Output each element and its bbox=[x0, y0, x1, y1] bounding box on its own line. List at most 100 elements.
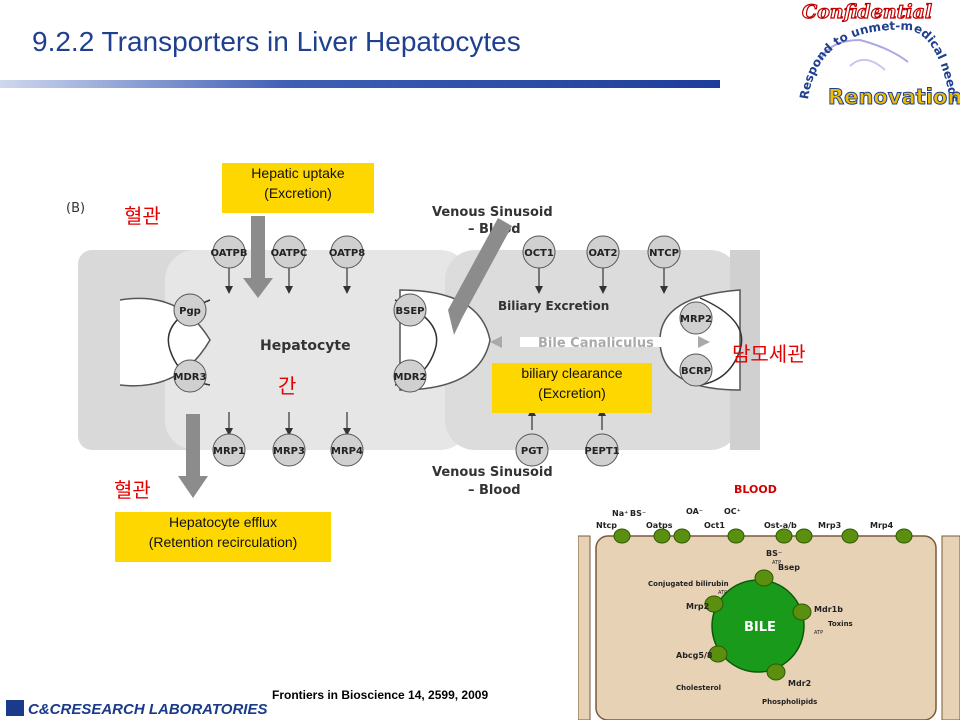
hepatocyte-transporter-diagram: (B) Venous Sinusoid – Blood Venous Sinus… bbox=[66, 201, 760, 498]
korean-blood-vessel-top: 혈관 bbox=[124, 206, 161, 228]
transporter-oatp8: OATP8 bbox=[329, 235, 365, 294]
mrp1-label: MRP1 bbox=[213, 446, 245, 457]
clearance-line1: biliary clearance bbox=[521, 365, 623, 381]
transporter-bcrp: BCRP bbox=[679, 353, 713, 387]
oct1-transporter-r bbox=[727, 528, 745, 544]
ost-transporter-r bbox=[775, 528, 793, 544]
uptake-line1: Hepatic uptake bbox=[251, 165, 345, 181]
abcg-transporter-r bbox=[708, 645, 728, 663]
bsep-label: BSEP bbox=[396, 306, 425, 317]
transporter-mrp3: MRP3 bbox=[272, 412, 306, 467]
bs-ion-inner: BS⁻ bbox=[766, 549, 782, 558]
footer-reference: Frontiers in Bioscience 14, 2599, 2009 bbox=[272, 688, 489, 702]
efflux-line1: Hepatocyte efflux bbox=[169, 514, 277, 530]
transporter-mdr2: MDR2 bbox=[393, 359, 427, 393]
bsep-transporter-r bbox=[754, 569, 774, 587]
korean-blood-vessel-bottom: 혈관 bbox=[114, 480, 151, 502]
efflux-line2: (Retention recirculation) bbox=[148, 534, 298, 550]
oat2-label: OAT2 bbox=[589, 248, 618, 259]
efflux-arrow bbox=[178, 414, 208, 498]
korean-bile-canaliculus: 담모세관 bbox=[732, 344, 806, 366]
title-underline bbox=[0, 80, 720, 88]
hepatic-uptake-box: Hepatic uptake (Excretion) bbox=[222, 163, 374, 213]
transporter-mrp2: MRP2 bbox=[679, 301, 713, 335]
oatpb-label: OATPB bbox=[211, 248, 248, 259]
biliary-excretion-label: Biliary Excretion bbox=[498, 299, 609, 313]
transporter-pept1: PEPT1 bbox=[584, 408, 620, 467]
bcrp-label: BCRP bbox=[681, 366, 711, 377]
pept1-label: PEPT1 bbox=[584, 446, 619, 457]
atp-label-2: ATP bbox=[718, 590, 727, 596]
transporter-ntcp: NTCP bbox=[647, 235, 681, 294]
mrp3-label: MRP3 bbox=[273, 446, 305, 457]
footer-logo-icon bbox=[6, 700, 24, 716]
oct1-r: Oct1 bbox=[704, 521, 725, 530]
oct1-label: OCT1 bbox=[524, 248, 554, 259]
flow-arc-right bbox=[699, 297, 743, 386]
transporter-oct1: OCT1 bbox=[522, 235, 556, 294]
oatps2-transporter-r bbox=[673, 528, 691, 544]
confidential-stamp: Confidential Respond to unmet-medical ne… bbox=[797, 0, 960, 109]
cell-left-edge bbox=[578, 535, 591, 720]
phospholipids: Phospholipids bbox=[762, 698, 817, 706]
korean-liver: 간 bbox=[278, 376, 297, 398]
ntcp-r: Ntcp bbox=[596, 521, 617, 530]
hepatocyte-efflux-box: Hepatocyte efflux (Retention recirculati… bbox=[115, 512, 331, 562]
mrp3-transporter-r bbox=[841, 528, 859, 544]
oatp8-label: OATP8 bbox=[329, 248, 365, 259]
atp-label-1: ATP bbox=[772, 560, 781, 566]
atp-label-3: ATP bbox=[814, 630, 823, 636]
pgp-label: Pgp bbox=[179, 306, 201, 317]
toxins: Toxins bbox=[828, 620, 853, 628]
mrp3-r: Mrp3 bbox=[818, 521, 841, 530]
bile-canaliculus-label: Bile Canaliculus bbox=[538, 336, 654, 351]
ntcp-label: NTCP bbox=[649, 248, 679, 259]
oc-ion: OC⁺ bbox=[724, 507, 741, 516]
clearance-line2: (Excretion) bbox=[538, 385, 606, 401]
transporter-mdr3: MDR3 bbox=[173, 359, 207, 393]
mrp2-transporter-r bbox=[704, 595, 724, 613]
hepatocyte-cell bbox=[165, 250, 470, 450]
canaliculus-arrow-left bbox=[490, 336, 502, 348]
ntcp-transporter-r bbox=[613, 528, 631, 544]
bottom-sinusoid-label: Venous Sinusoid bbox=[432, 465, 553, 480]
pgt-label: PGT bbox=[521, 446, 543, 457]
transporter-pgp: Pgp bbox=[173, 293, 207, 327]
bottom-sinusoid-sub: – Blood bbox=[468, 483, 521, 498]
stamp-confidential: Confidential bbox=[802, 1, 932, 23]
oa-ion: OA⁻ bbox=[686, 507, 703, 516]
bile-transport-diagram: BLOOD Ntcp Na⁺ BS⁻ Oatps OA⁻ Oct1 OC⁺ Os… bbox=[578, 483, 960, 720]
mdr1b-transporter-r bbox=[792, 603, 812, 621]
cell-right-edge bbox=[941, 535, 960, 720]
clearance-arrow bbox=[448, 218, 512, 335]
na-ion: Na⁺ bbox=[612, 509, 628, 518]
transporter-mrp1: MRP1 bbox=[212, 412, 246, 467]
ost2-transporter-r bbox=[795, 528, 813, 544]
top-sinusoid-label: Venous Sinusoid bbox=[432, 205, 553, 220]
oatps-transporter-r bbox=[653, 528, 671, 544]
transporter-pgt: PGT bbox=[515, 408, 549, 467]
abcg58-r: Abcg5/8 bbox=[676, 651, 713, 660]
oatps-r: Oatps bbox=[646, 521, 673, 530]
mrp4-transporter-r bbox=[895, 528, 913, 544]
canaliculus-arrow-right bbox=[698, 336, 710, 348]
stamp-renovation: Renovation bbox=[828, 85, 960, 109]
transporter-oatpc: OATPC bbox=[271, 235, 308, 294]
mdr2-transporter-r bbox=[766, 663, 786, 681]
mrp4-r: Mrp4 bbox=[870, 521, 894, 530]
cholesterol: Cholesterol bbox=[676, 684, 721, 692]
mdr1b-r: Mdr1b bbox=[814, 605, 843, 614]
transporter-mrp4: MRP4 bbox=[330, 412, 364, 467]
bs-ion-top: BS⁻ bbox=[630, 509, 646, 518]
transporter-oatpb: OATPB bbox=[211, 235, 248, 294]
oatpc-label: OATPC bbox=[271, 248, 308, 259]
mrp2-r: Mrp2 bbox=[686, 602, 709, 611]
mrp2-label: MRP2 bbox=[680, 314, 712, 325]
mdr3-label: MDR3 bbox=[174, 372, 207, 383]
bile-label: BILE bbox=[744, 620, 776, 635]
ost-ab-r: Ost-a/b bbox=[764, 521, 797, 530]
uptake-line2: (Excretion) bbox=[264, 185, 332, 201]
conj-bilirubin: Conjugated bilirubin bbox=[648, 580, 729, 588]
hepatocyte-label: Hepatocyte bbox=[260, 338, 351, 354]
mrp4-label: MRP4 bbox=[331, 446, 363, 457]
